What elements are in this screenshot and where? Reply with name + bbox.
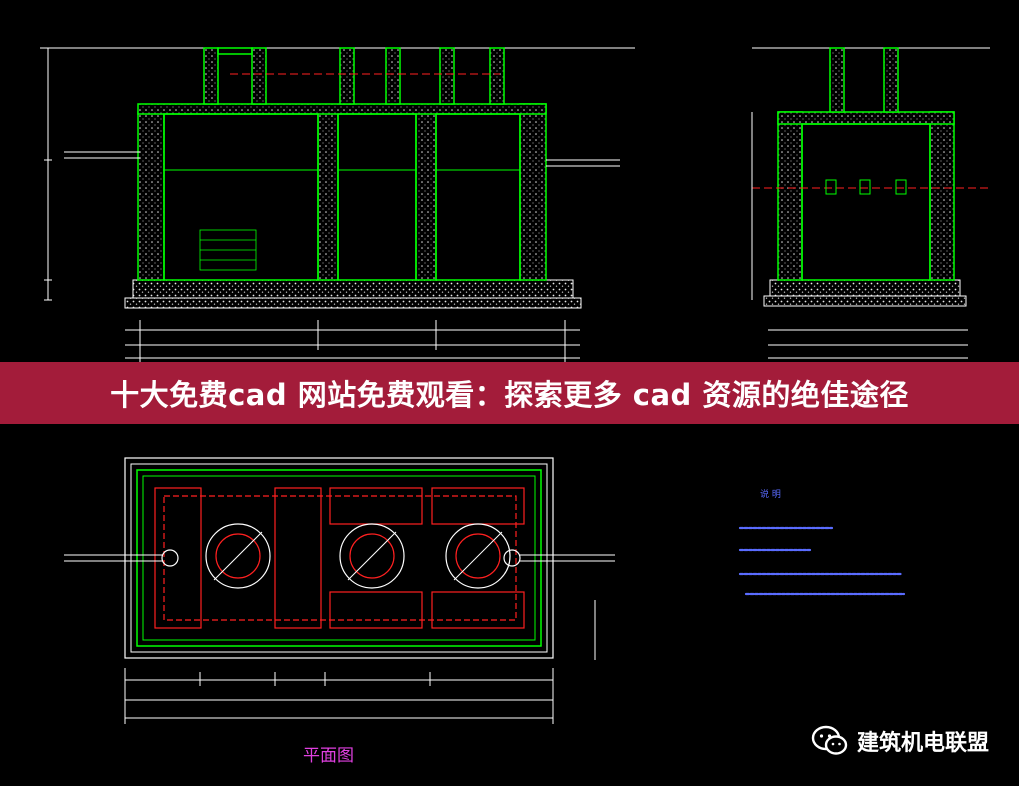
- banner-title: 十大免费cad 网站免费观看：探索更多 cad 资源的绝佳途径: [110, 378, 909, 412]
- section-view-left: [40, 47, 635, 362]
- watermark: 建筑机电联盟: [811, 725, 989, 757]
- wechat-icon: [811, 725, 848, 755]
- plan-view: [64, 457, 615, 724]
- watermark-name: 建筑机电联盟: [856, 731, 989, 756]
- notes-lines: [738, 526, 906, 596]
- notes-heading: 说 明: [760, 488, 781, 500]
- title-banner: 十大免费cad 网站免费观看：探索更多 cad 资源的绝佳途径: [0, 362, 1019, 424]
- plan-view-caption: 平面图: [303, 746, 354, 766]
- notes-block: 说 明: [738, 488, 906, 596]
- section-view-right: [751, 47, 990, 359]
